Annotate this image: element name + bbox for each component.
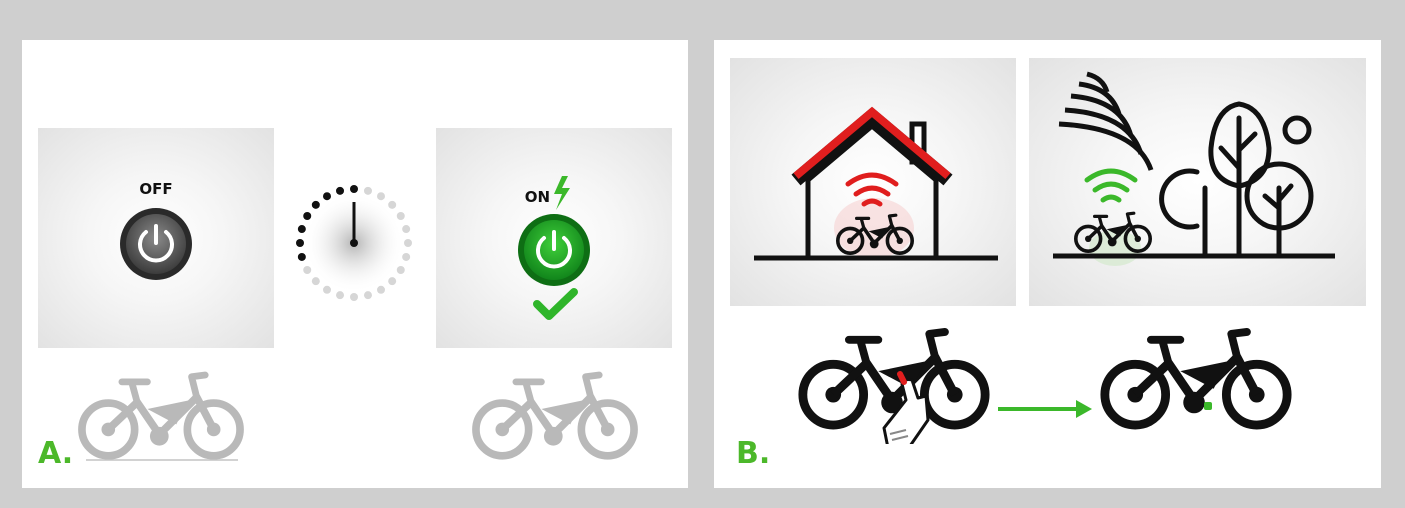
panel-a: OFF ON A.	[22, 40, 688, 488]
ebike-icon	[76, 368, 246, 468]
checkmark-icon	[537, 292, 574, 316]
timer-dot	[377, 286, 385, 294]
off-state-tile: OFF	[38, 128, 274, 348]
outdoor-tile	[1029, 58, 1366, 306]
trees-icon	[1162, 104, 1311, 256]
timer-dot	[298, 225, 306, 233]
timer-dot	[402, 253, 410, 261]
off-label: OFF	[139, 180, 172, 198]
on-state-tile: ON	[436, 128, 672, 348]
house-icon	[730, 58, 1016, 306]
panel-b-letter: B.	[736, 436, 770, 471]
timer-dot	[397, 266, 405, 274]
sun-icon	[1285, 118, 1309, 142]
ebike-icon	[796, 324, 992, 444]
timer-dot	[303, 212, 311, 220]
timer-dot	[350, 185, 358, 193]
timer-dot	[388, 277, 396, 285]
indoor-tile	[730, 58, 1016, 306]
power-button-on-icon: ON	[436, 128, 672, 348]
power-button-off-icon: OFF	[38, 128, 274, 348]
timer-dot	[312, 201, 320, 209]
ebike-icon	[1098, 324, 1294, 444]
wifi-signal-icon	[848, 175, 896, 204]
timer-dot	[296, 239, 304, 247]
timer-dot	[303, 266, 311, 274]
timer-dot	[388, 201, 396, 209]
timer-dot	[377, 192, 385, 200]
status-led-green	[1204, 402, 1212, 410]
timer-dot	[336, 187, 344, 195]
outdoor-scene	[1029, 58, 1366, 306]
timer-dot	[336, 291, 344, 299]
timer-dot	[323, 286, 331, 294]
timer-dot	[397, 212, 405, 220]
panel-b: B.	[714, 40, 1381, 488]
timer-dot	[404, 239, 412, 247]
signal-waves-icon	[1059, 74, 1151, 170]
on-label: ON	[525, 188, 550, 206]
countdown-timer-icon	[289, 178, 419, 308]
timer-dot	[323, 192, 331, 200]
timer-dot	[298, 253, 306, 261]
timer-dot	[312, 277, 320, 285]
lightning-icon	[554, 176, 570, 210]
timer-dot	[402, 225, 410, 233]
timer-dot	[350, 293, 358, 301]
wifi-signal-icon	[1087, 171, 1135, 200]
ebike-icon	[470, 368, 640, 468]
timer-dot	[364, 291, 372, 299]
timer-dot	[364, 187, 372, 195]
panel-a-letter: A.	[38, 436, 73, 471]
arrow-right-icon	[996, 394, 1096, 424]
